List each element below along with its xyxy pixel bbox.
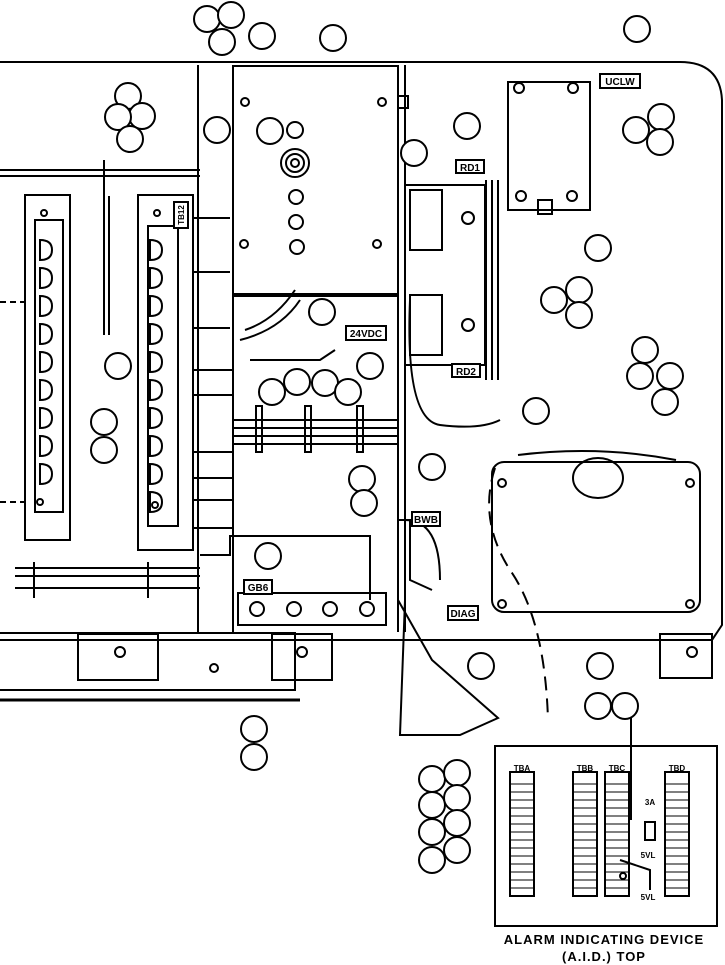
callout-circle: [656, 362, 684, 390]
tag-gb6-box: [243, 579, 273, 595]
callout-circle: [203, 116, 231, 144]
callout-circle: [418, 846, 446, 874]
callout-circle: [308, 298, 336, 326]
callout-circle: [565, 276, 593, 304]
callout-circle: [647, 103, 675, 131]
callout-circle: [540, 286, 568, 314]
callout-circle: [240, 743, 268, 771]
aid-tbd-label: TBD: [669, 764, 686, 773]
tag-rd1: RD1: [460, 163, 480, 174]
callout-circle: [319, 24, 347, 52]
callout-circle: [128, 102, 156, 130]
callout-circle: [254, 542, 282, 570]
callout-circle: [418, 453, 446, 481]
tag-bwb: BWB: [414, 515, 438, 526]
callout-circle: [467, 652, 495, 680]
callout-circle: [565, 301, 593, 329]
tag-24vdc: 24VDC: [350, 329, 382, 340]
callout-circle: [611, 692, 639, 720]
callout-circle: [626, 362, 654, 390]
tag-rd1-box: [455, 159, 485, 174]
tag-tb12-box: [173, 201, 189, 229]
aid-tbc-label: TBC: [609, 764, 626, 773]
callout-circle: [350, 489, 378, 517]
callout-circle: [334, 378, 362, 406]
callout-circle: [90, 436, 118, 464]
callout-circle: [631, 336, 659, 364]
aid-tbb-label: TBB: [577, 764, 594, 773]
callout-circle: [356, 352, 384, 380]
tag-diag-box: [447, 605, 479, 621]
callout-circle: [646, 128, 674, 156]
callout-circle: [283, 368, 311, 396]
tag-tb12: TB12: [177, 205, 186, 225]
aid-tba-label: TBA: [514, 764, 531, 773]
callout-circle: [586, 652, 614, 680]
callout-circle: [584, 692, 612, 720]
callout-circle: [522, 397, 550, 425]
tag-rd2: RD2: [456, 367, 476, 378]
aid-5vl-label-1: 5VL: [641, 851, 656, 860]
callout-circle: [418, 765, 446, 793]
tag-24vdc-box: [345, 325, 387, 341]
callout-circle: [193, 5, 221, 33]
callout-circle: [256, 117, 284, 145]
aid-5vl-label-2: 5VL: [641, 893, 656, 902]
caption-line-1: ALARM INDICATING DEVICE: [504, 932, 704, 947]
callout-circle: [90, 408, 118, 436]
callout-circle: [453, 112, 481, 140]
tag-diag: DIAG: [451, 609, 476, 620]
callout-circle: [443, 809, 471, 837]
tag-uclw: UCLW: [605, 77, 635, 88]
callout-circle: [400, 139, 428, 167]
tag-uclw-box: [599, 73, 641, 89]
callout-circle: [240, 715, 268, 743]
callout-circle: [104, 103, 132, 131]
callout-circle: [208, 28, 236, 56]
tag-gb6: GB6: [248, 583, 269, 594]
callout-circle: [443, 759, 471, 787]
callout-circle: [418, 791, 446, 819]
callout-circle: [248, 22, 276, 50]
callout-circle: [418, 818, 446, 846]
callout-circle: [116, 125, 144, 153]
callout-circle: [443, 784, 471, 812]
callout-circle: [104, 352, 132, 380]
callout-circle: [258, 378, 286, 406]
callout-circle: [623, 15, 651, 43]
aid-3a-label: 3A: [645, 798, 655, 807]
callout-circle: [622, 116, 650, 144]
callout-circle: [651, 388, 679, 416]
callout-circle: [443, 836, 471, 864]
tag-rd2-box: [451, 363, 481, 378]
callout-circle: [348, 465, 376, 493]
caption-line-2: (A.I.D.) TOP: [562, 949, 646, 964]
callout-circle: [217, 1, 245, 29]
callout-circle: [584, 234, 612, 262]
tag-bwb-box: [411, 511, 441, 527]
